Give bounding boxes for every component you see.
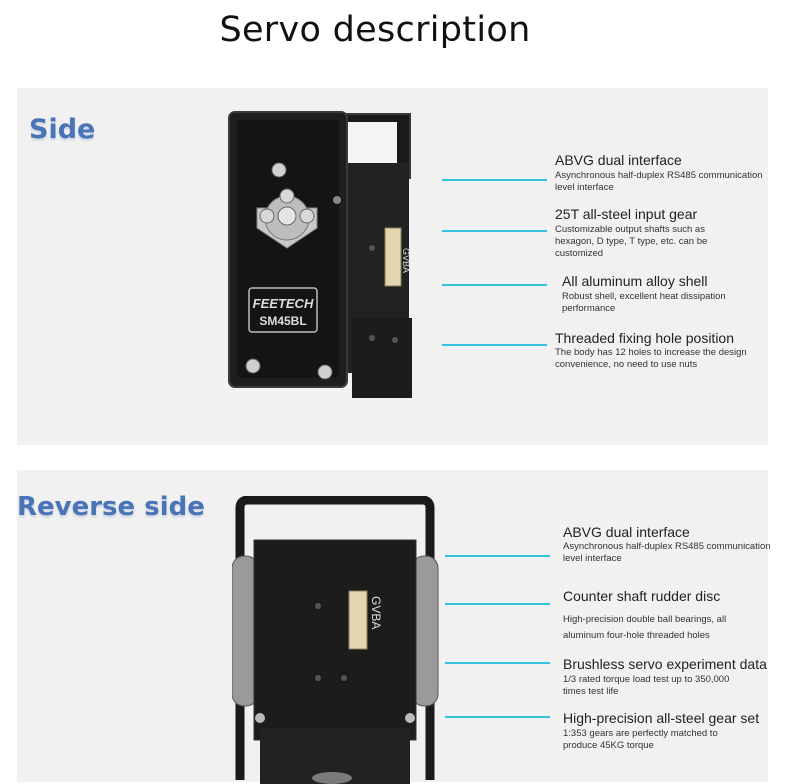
side-feature-input-gear-title: 25T all-steel input gear <box>555 206 698 222</box>
reverse-feature-rudder-disc-title: Counter shaft rudder disc <box>563 588 721 604</box>
side-feature-shell-line <box>442 284 547 286</box>
side-feature-abvg-desc: Asynchronous half-duplex RS485 communica… <box>555 170 763 193</box>
side-section-label: Side <box>29 114 96 145</box>
servo-reverse-image: GVBA <box>232 496 439 784</box>
side-feature-fixing-hole-line <box>442 344 547 346</box>
side-model-text: SM45BL <box>259 314 306 328</box>
reverse-feature-experiment-line <box>445 662 550 664</box>
reverse-feature-gear-set-line <box>445 716 550 718</box>
side-feature-fixing-hole-title: Threaded fixing hole position <box>555 330 735 346</box>
reverse-feature-rudder-disc-line <box>445 603 550 605</box>
reverse-feature-abvg-desc: Asynchronous half-duplex RS485 communica… <box>563 541 771 564</box>
reverse-connector-label: GVBA <box>369 596 383 629</box>
reverse-feature-abvg-title: ABVG dual interface <box>563 524 690 540</box>
side-feature-fixing-hole-desc: The body has 12 holes to increase the de… <box>555 347 747 370</box>
side-feature-abvg-line <box>442 179 547 181</box>
side-brand-logo: FEETECH <box>253 296 314 311</box>
reverse-feature-experiment-title: Brushless servo experiment data <box>563 656 767 672</box>
page-title: Servo description <box>219 10 531 50</box>
reverse-feature-rudder-disc-desc: High-precision double ball bearings, all… <box>563 614 727 641</box>
servo-side-image: GVBA FEETECH SM45BL <box>228 111 412 398</box>
reverse-feature-gear-set-desc: 1:353 gears are perfectly matched to pro… <box>563 728 718 751</box>
reverse-panel: Reverse side GVBA ABVG dual interface As… <box>17 470 771 784</box>
side-feature-input-gear-desc: Customizable output shafts such as hexag… <box>555 224 708 259</box>
side-feature-input-gear-line <box>442 230 547 232</box>
side-feature-shell-title: All aluminum alloy shell <box>562 273 708 289</box>
reverse-feature-abvg-line <box>445 555 550 557</box>
side-feature-shell-desc: Robust shell, excellent heat dissipation… <box>562 291 726 314</box>
side-connector-label: GVBA <box>401 248 411 273</box>
reverse-feature-experiment-desc: 1/3 rated torque load test up to 350,000… <box>563 674 730 697</box>
reverse-feature-gear-set-title: High-precision all-steel gear set <box>563 710 760 726</box>
side-panel: Side GVBA FEETECH SM45BL <box>17 88 768 445</box>
side-feature-abvg-title: ABVG dual interface <box>555 152 682 168</box>
reverse-section-label: Reverse side <box>17 492 205 522</box>
